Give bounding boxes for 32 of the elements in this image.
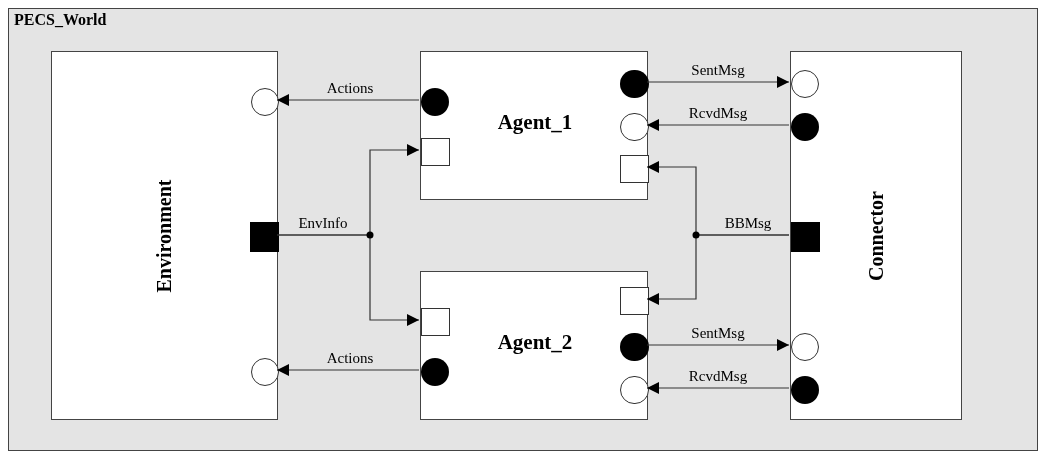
connector-arrow [646, 119, 790, 131]
port-block [250, 222, 279, 252]
frame-title: PECS_World [14, 12, 107, 28]
connector-arrow [276, 364, 420, 376]
port-square [620, 155, 649, 183]
component-title: Agent_1 [497, 112, 573, 133]
edge-label: SentMsg [691, 326, 745, 343]
connector-arrow [646, 234, 790, 305]
world-frame [8, 8, 1038, 451]
connector-arrow [276, 234, 420, 326]
edge-label: BBMsg [724, 216, 772, 233]
port-square [421, 308, 450, 336]
port-square [620, 287, 649, 315]
connector-arrow [276, 94, 420, 106]
edge-label: EnvInfo [298, 216, 348, 233]
connector-arrow [646, 382, 790, 394]
component-title: Agent_2 [497, 332, 573, 353]
connector-arrow [646, 339, 790, 351]
component-box [790, 51, 962, 420]
connector-arrow [646, 76, 790, 88]
component-title: Environment [154, 179, 175, 292]
edge-label: SentMsg [691, 63, 745, 80]
edge-label: RcvdMsg [688, 106, 748, 123]
edge-label: RcvdMsg [688, 369, 748, 386]
port-square [421, 138, 450, 166]
component-title: Connector [866, 190, 886, 281]
component-box [420, 271, 648, 420]
port-block [791, 222, 820, 252]
component-box [420, 51, 648, 200]
component-box [51, 51, 278, 420]
edge-label: Actions [326, 81, 374, 98]
edge-label: Actions [326, 351, 374, 368]
